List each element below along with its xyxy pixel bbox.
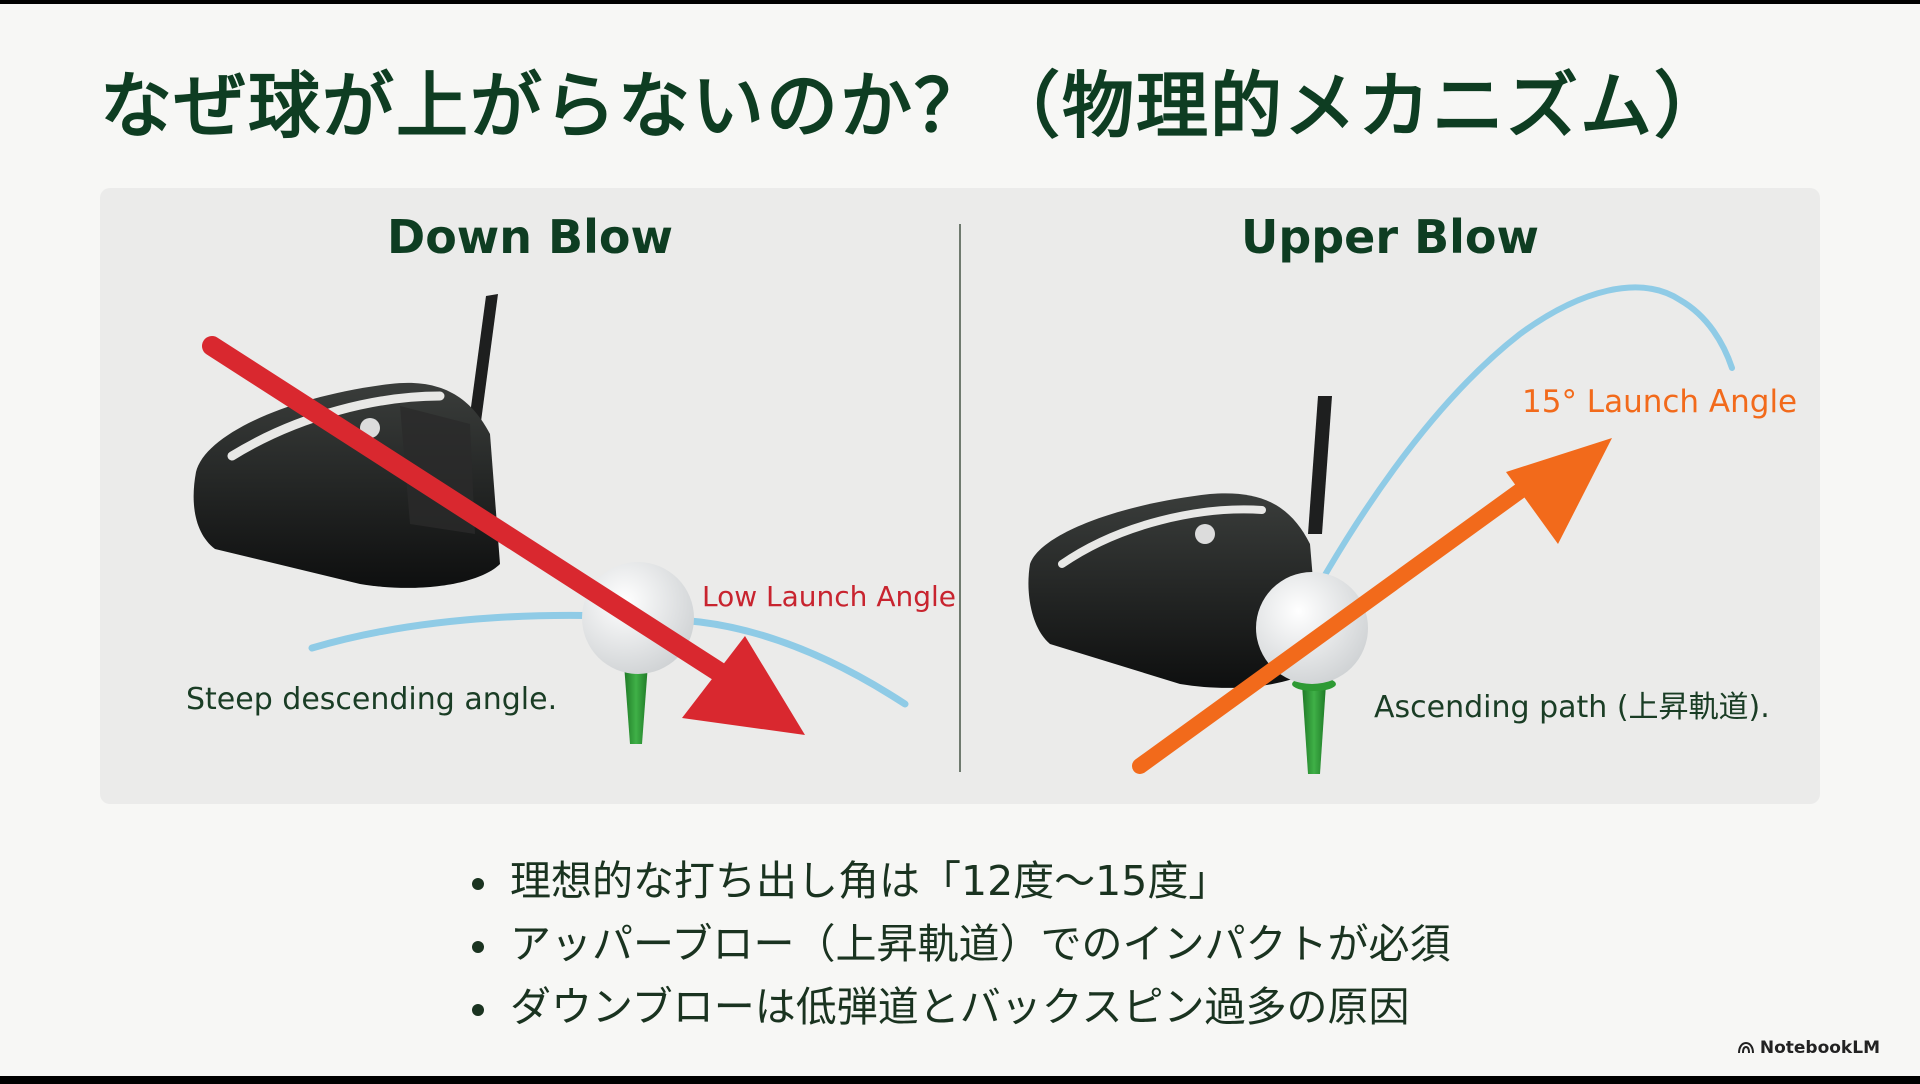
- low-launch-angle-label: Low Launch Angle: [702, 580, 957, 613]
- golf-driver-icon: [1028, 396, 1332, 688]
- comparison-illustration: [193, 284, 1735, 774]
- upper-blow-caption: Ascending path (上昇軌道).: [1374, 690, 1770, 725]
- upper-blow-trajectory: [1287, 284, 1735, 641]
- key-points-list: 理想的な打ち出し角は「12度〜15度」 アッパーブロー（上昇軌道）でのインパクト…: [470, 850, 1451, 1039]
- down-blow-scene: [193, 294, 909, 744]
- down-blow-heading: Down Blow: [387, 210, 673, 264]
- golf-driver-icon: [193, 294, 500, 588]
- slide-title: なぜ球が上がらないのか？（物理的メカニズム）: [100, 64, 1729, 148]
- upper-blow-heading: Upper Blow: [1240, 210, 1540, 264]
- upper-blow-arrow: [1132, 438, 1612, 774]
- notebooklm-logo-icon: [1737, 1042, 1754, 1054]
- golf-tee-icon: [1292, 677, 1336, 774]
- down-blow-caption: Steep descending angle.: [186, 682, 558, 717]
- down-blow-arrow: [202, 336, 805, 735]
- launch-angle-label: 15° Launch Angle: [1522, 384, 1798, 420]
- slide: なぜ球が上がらないのか？（物理的メカニズム）: [0, 4, 1920, 1076]
- bullet-item: アッパーブロー（上昇軌道）でのインパクトが必須: [470, 913, 1451, 976]
- upper-blow-scene: [1028, 284, 1735, 774]
- bullet-item: ダウンブローは低弾道とバックスピン過多の原因: [470, 976, 1451, 1039]
- panel-divider: [959, 224, 961, 772]
- bullet-item: 理想的な打ち出し角は「12度〜15度」: [470, 850, 1451, 913]
- branding-text: NotebookLM: [1759, 1038, 1880, 1058]
- branding: NotebookLM: [1737, 1038, 1880, 1058]
